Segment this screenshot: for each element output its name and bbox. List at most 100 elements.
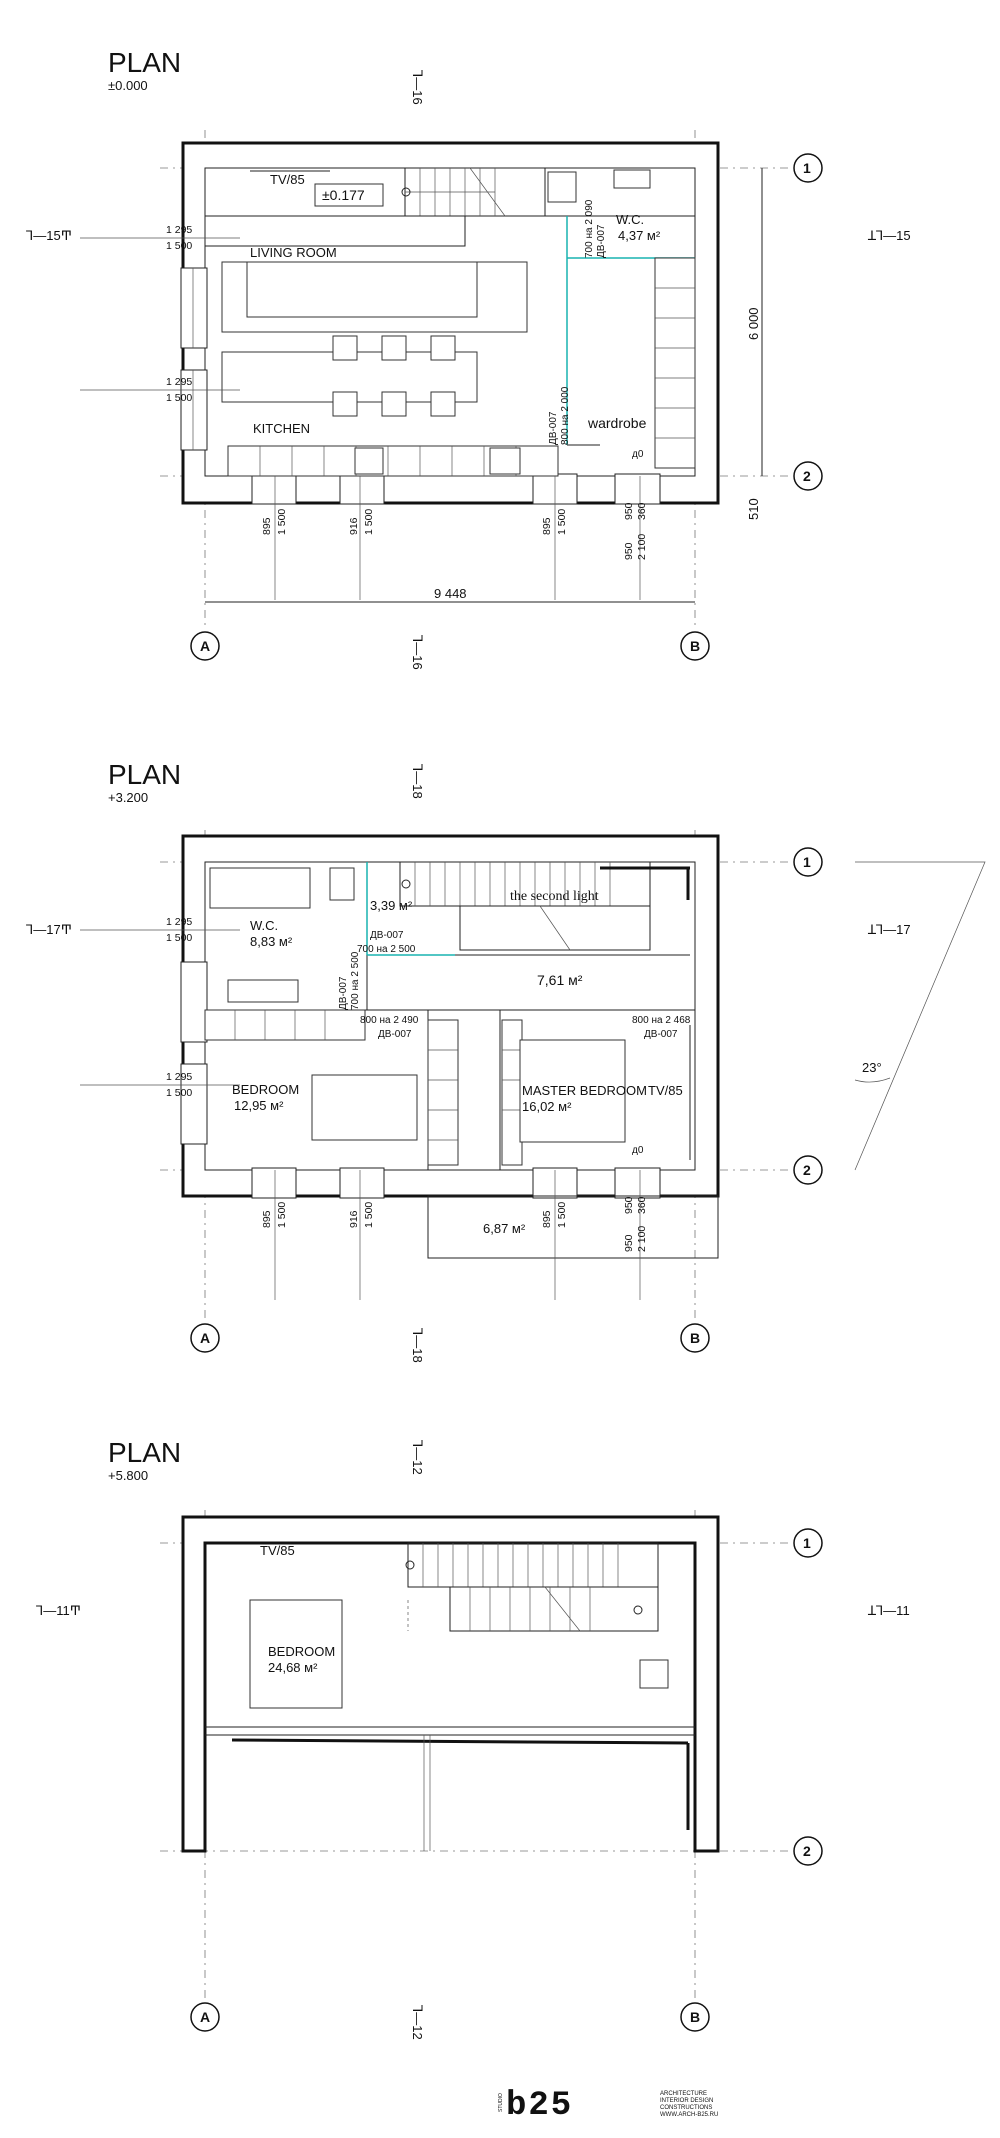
svg-text:ДВ-007: ДВ-007: [338, 976, 349, 1010]
plan-1-stair: [401, 167, 546, 217]
plan-2-angle: 23°: [862, 1060, 882, 1075]
svg-text:1 500: 1 500: [363, 1202, 375, 1228]
toilet: [329, 867, 355, 901]
plan-2-stair-area: 7,61 м²: [537, 972, 583, 988]
axis-bubble-1: [793, 847, 823, 877]
svg-text:950: 950: [623, 502, 635, 520]
svg-text:1 500: 1 500: [276, 1202, 288, 1228]
axis-bubble-2: [793, 461, 823, 491]
door-label-a-code: ДВ-007: [370, 930, 404, 941]
plan-1-height: 6 000: [746, 307, 761, 340]
logo-site: WWW.ARCH-B25.RU: [660, 2112, 718, 2118]
svg-text:1: 1: [803, 160, 811, 176]
wc-fixture: [547, 171, 577, 203]
svg-text:ꓶ—16: ꓶ—16: [410, 70, 425, 105]
section-marker-11-left: ꓶ—11Ͳ: [36, 1603, 81, 1618]
bedroom-wardrobe: [204, 1009, 366, 1041]
vanity: [227, 979, 299, 1003]
section-marker-11-right: ꓕꓶ—11: [867, 1603, 910, 1618]
plan-3-bedroom-area: 24,68 м²: [268, 1660, 318, 1675]
plan-attic-floor: PLAN +5.800 TV/85 BEDROOM 24,68 м² ꓶ—11Ͳ…: [36, 1437, 910, 2040]
level-mark-box: [314, 183, 384, 207]
axis-bubble-b: [680, 2002, 710, 2032]
axis-bubble-a: [190, 631, 220, 661]
section-marker-16-top: ꓶ—16: [410, 70, 425, 105]
svg-text:916: 916: [348, 1210, 360, 1228]
balcony-door: [614, 1167, 661, 1199]
hall-cabinet: [427, 1019, 459, 1166]
plan-1-tv: TV/85: [270, 172, 305, 187]
svg-text:ДВ-007: ДВ-007: [596, 224, 607, 258]
dim-1a: 1 295: [166, 224, 192, 236]
dim-1c: 1 295: [166, 376, 192, 388]
plan-3-walls: [181, 1515, 720, 1853]
chair: [332, 335, 358, 361]
svg-text:950: 950: [623, 1196, 635, 1214]
svg-text:A: A: [200, 1330, 210, 1346]
plan-1-offset: 510: [746, 498, 761, 520]
window-bottom-2: [339, 1167, 385, 1199]
svg-text:950: 950: [623, 1234, 635, 1252]
svg-text:1 500: 1 500: [276, 509, 288, 535]
door-label-d-size: 800 на 2 468: [632, 1015, 691, 1026]
svg-text:895: 895: [541, 1210, 553, 1228]
window-left-2: [180, 1063, 208, 1145]
attic-bed: [249, 1599, 343, 1709]
svg-text:895: 895: [261, 517, 273, 535]
master-wardrobe: [501, 1019, 523, 1166]
chair: [430, 335, 456, 361]
chair: [332, 391, 358, 417]
svg-text:ꓶ—12: ꓶ—12: [410, 2005, 425, 2040]
chair: [430, 391, 456, 417]
section-marker-12-bottom: ꓶ—12: [410, 2005, 425, 2040]
svg-text:895: 895: [261, 1210, 273, 1228]
wc-sink: [613, 169, 651, 189]
door-label-c-code: ДВ-007: [378, 1029, 412, 1040]
plan-3-tv: TV/85: [260, 1543, 295, 1558]
chair: [381, 335, 407, 361]
door-label-d-code: ДВ-007: [644, 1029, 678, 1040]
svg-text:ꓶ—18: ꓶ—18: [410, 764, 425, 799]
dim-2a: 1 295: [166, 916, 192, 928]
svg-text:800 на 2 000: 800 на 2 000: [560, 386, 571, 445]
axis-bubble-a: [190, 1323, 220, 1353]
svg-text:1: 1: [803, 854, 811, 870]
window-bottom-2: [339, 473, 385, 505]
section-marker-18-bottom: ꓶ—18: [410, 1328, 425, 1363]
plan-1-kitchen: KITCHEN: [253, 421, 310, 436]
svg-text:A: A: [200, 2009, 210, 2025]
entrance-door: [614, 473, 661, 505]
plan-2-level: +3.200: [108, 790, 148, 805]
roof-slope-line: [854, 861, 986, 1171]
plan-2-bedroom-area: 12,95 м²: [234, 1098, 284, 1113]
svg-text:A: A: [200, 638, 210, 654]
window-bottom-1: [251, 473, 297, 505]
plan-3-stair: [405, 1542, 659, 1632]
chimney: [639, 1659, 669, 1689]
plan-1-wardrobe: wardrobe: [587, 415, 647, 431]
wardrobe-cabinet: [654, 257, 696, 469]
plan-1-title: PLAN: [108, 47, 181, 78]
svg-text:B: B: [690, 2009, 700, 2025]
master-bed: [519, 1039, 626, 1143]
plan-2-d0: д0: [632, 1145, 644, 1156]
plan-3-bedroom: BEDROOM: [268, 1644, 335, 1659]
plan-2-bedroom: BEDROOM: [232, 1082, 299, 1097]
svg-text:1: 1: [803, 1535, 811, 1551]
bathtub: [209, 867, 311, 909]
section-marker-15-left: ꓶ—15Ͳ: [26, 228, 72, 243]
dim-2c: 1 295: [166, 1071, 192, 1083]
plan-2-stair: [399, 861, 690, 951]
door-label-1: 700 на 2 090 ДВ-007: [584, 199, 607, 258]
door-label-a-size: 700 на 2 500: [357, 944, 416, 955]
svg-text:916: 916: [348, 517, 360, 535]
svg-text:1 500: 1 500: [556, 1202, 568, 1228]
svg-text:700 на 2 500: 700 на 2 500: [350, 951, 361, 1010]
window-left-1: [180, 961, 208, 1043]
dim-1d: 1 500: [166, 392, 192, 404]
svg-text:895: 895: [541, 517, 553, 535]
window-left-1: [180, 267, 208, 349]
svg-text:950: 950: [623, 542, 635, 560]
svg-text:2: 2: [803, 1162, 811, 1178]
plan-1-living: LIVING ROOM: [250, 245, 337, 260]
